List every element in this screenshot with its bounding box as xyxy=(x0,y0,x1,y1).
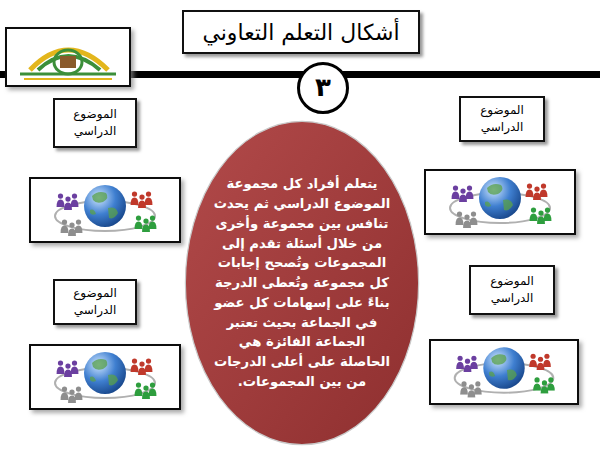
title-text: أشكال التعلم التعاوني xyxy=(202,20,399,45)
step-number: ٣ xyxy=(303,69,343,107)
group-picture xyxy=(30,178,180,242)
description-text: يتعلم أفراد كل مجموعة الموضوع الدراسي ثم… xyxy=(212,174,392,392)
topic-box: الموضوع الدراسي xyxy=(469,265,555,315)
text-stack: الموضوع الدراسي xyxy=(63,106,127,141)
topic-box: الموضوع الدراسي xyxy=(53,279,137,325)
text-stack: يتعلم أفراد كل مجموعة الموضوع الدراسي ثم… xyxy=(212,174,392,392)
title-box: أشكال التعلم التعاوني xyxy=(182,10,420,54)
description-ellipse: يتعلم أفراد كل مجموعة الموضوع الدراسي ثم… xyxy=(183,119,421,447)
topic-box: الموضوع الدراسي xyxy=(53,98,137,148)
topic-label: الموضوع الدراسي xyxy=(470,102,534,137)
text-stack: الموضوع الدراسي xyxy=(470,102,534,137)
text-stack: ٣ xyxy=(303,69,343,107)
topic-box: الموضوع الدراسي xyxy=(459,96,545,142)
step-number-circle: ٣ xyxy=(297,62,349,114)
text-stack: الموضوع الدراسي xyxy=(480,273,544,308)
topic-label: الموضوع الدراسي xyxy=(480,273,544,308)
logo xyxy=(6,28,130,86)
topic-label: الموضوع الدراسي xyxy=(63,285,127,320)
group-picture xyxy=(425,170,575,234)
text-stack: الموضوع الدراسي xyxy=(63,285,127,320)
topic-label: الموضوع الدراسي xyxy=(63,106,127,141)
group-picture xyxy=(430,340,578,404)
group-picture xyxy=(30,345,180,409)
